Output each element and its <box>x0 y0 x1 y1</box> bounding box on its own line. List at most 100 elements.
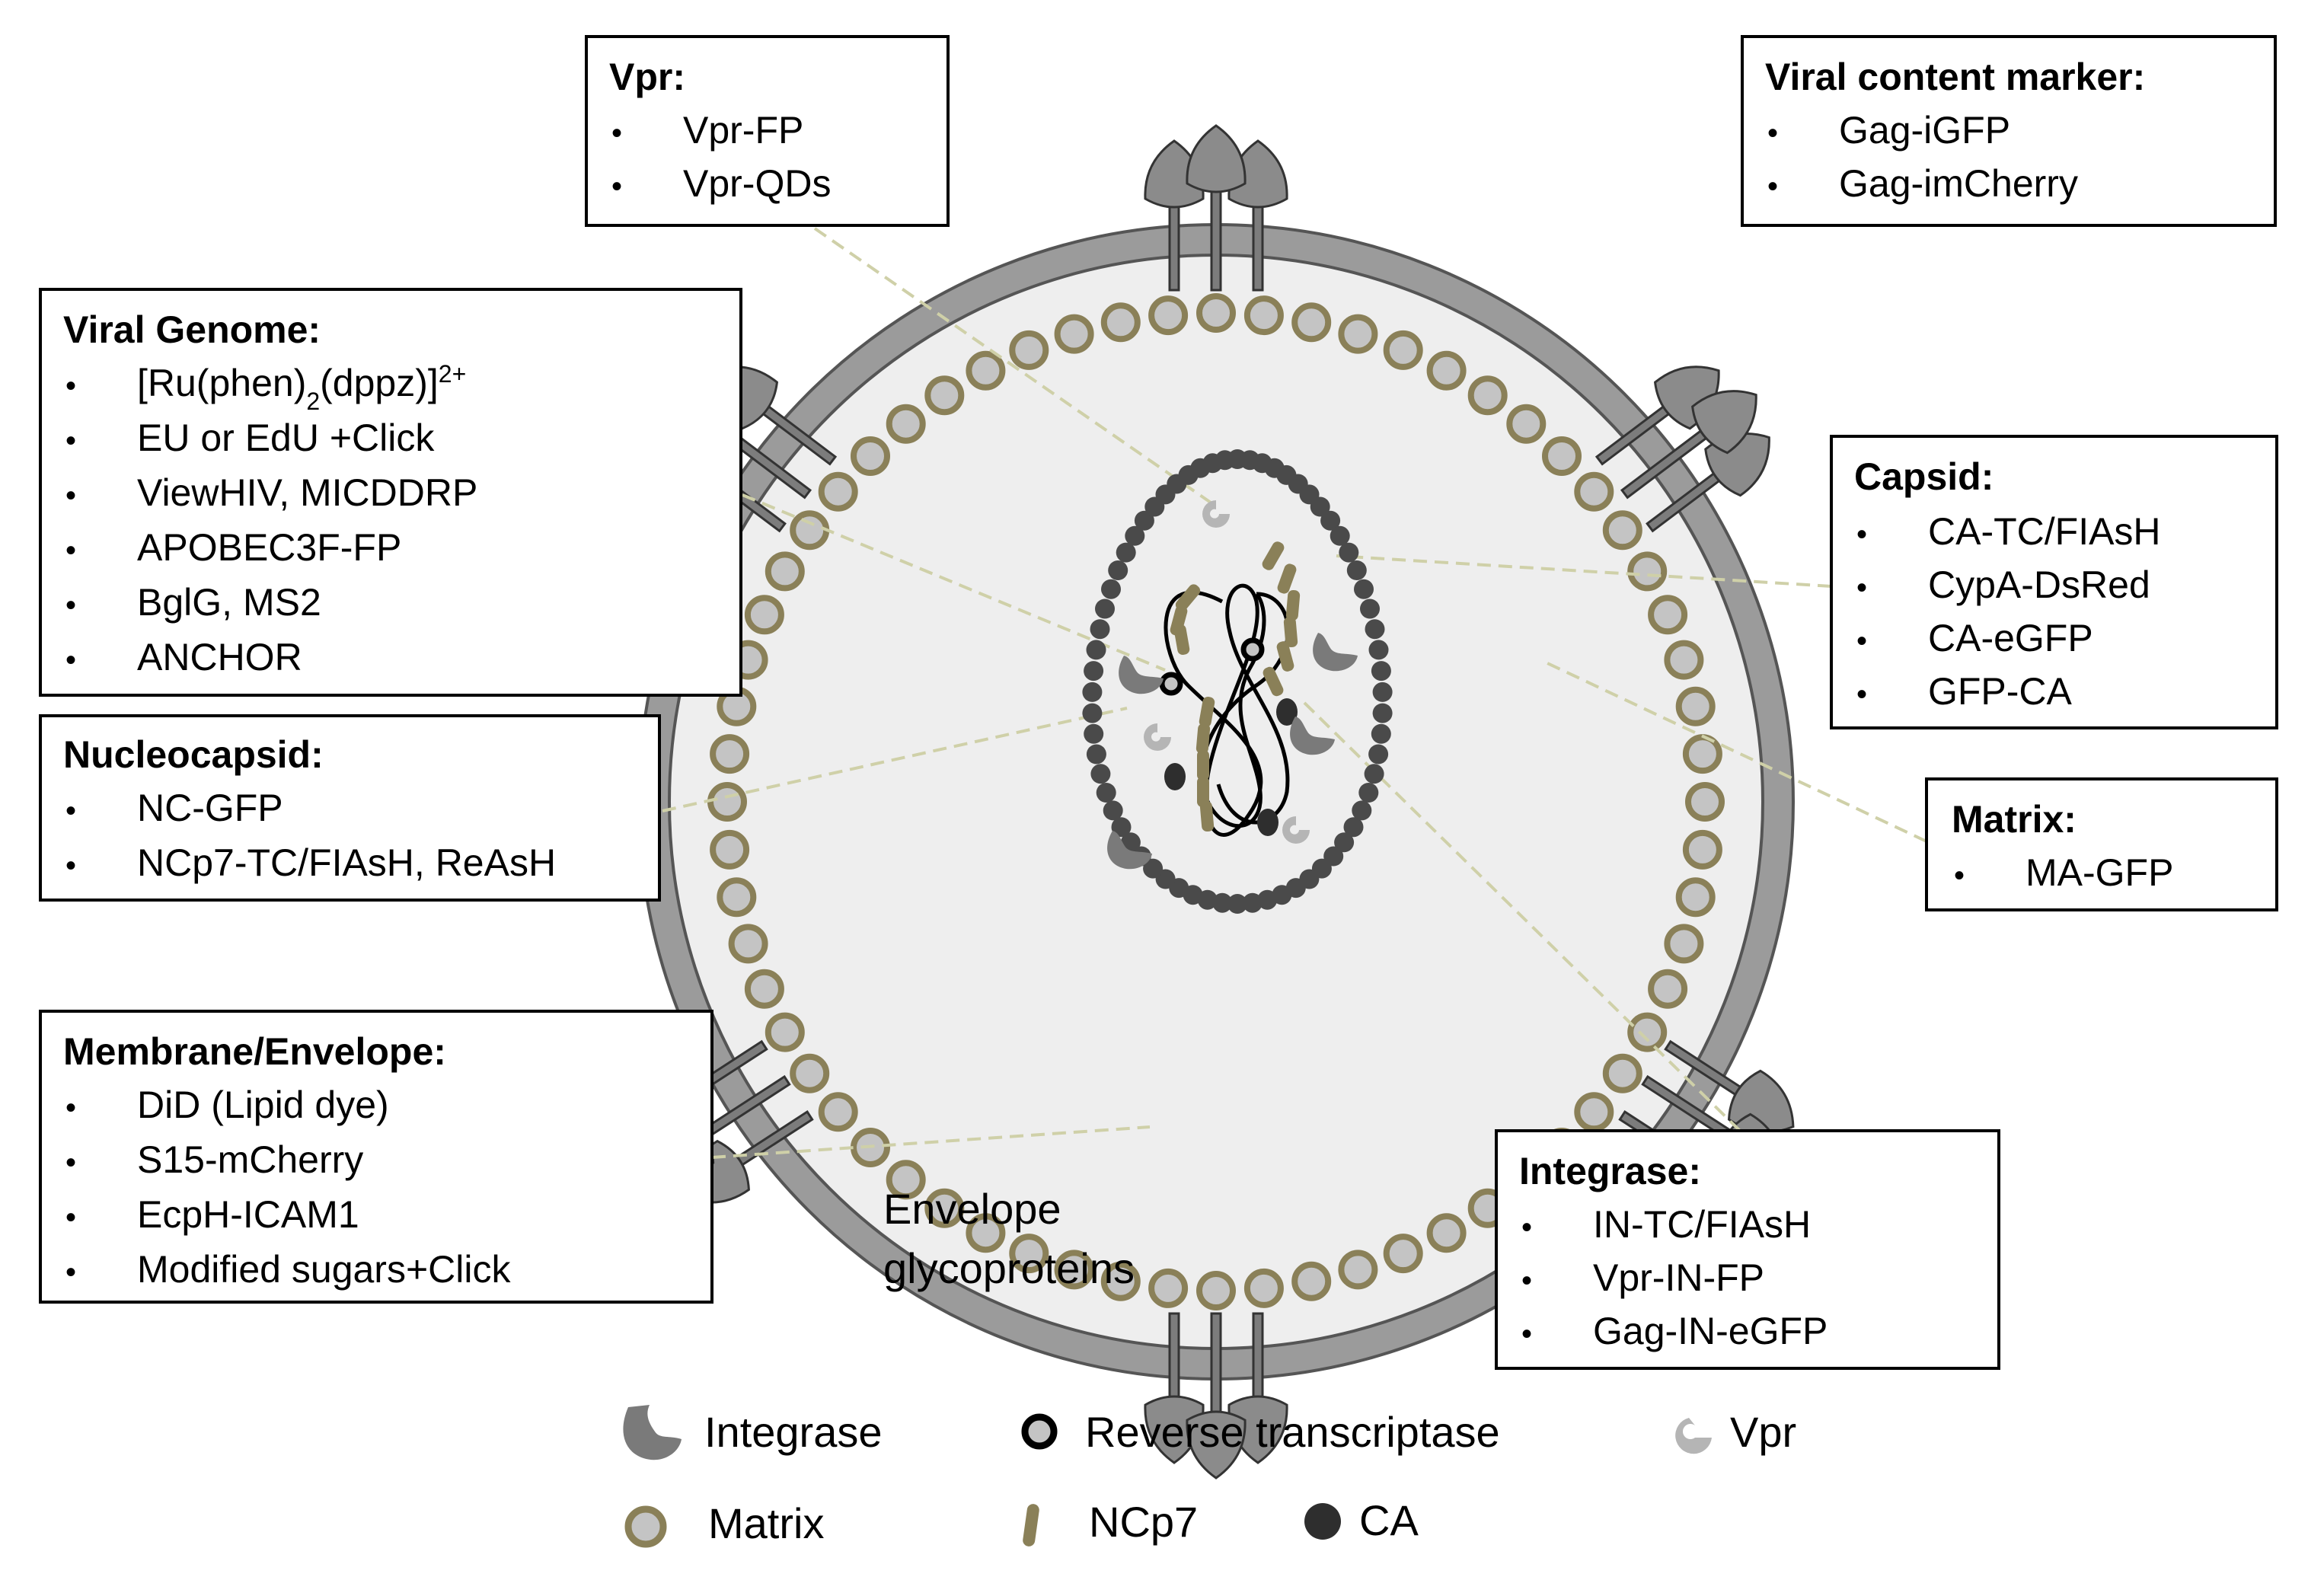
vpr-box-items: •Vpr-FP•Vpr-QDs <box>611 109 831 205</box>
legend-item-matrix: Matrix <box>624 1499 824 1548</box>
ca-protein <box>1086 744 1106 764</box>
glycoprotein <box>1186 1312 1247 1479</box>
bullet: • <box>65 369 76 403</box>
membrane-box-items: •DiD (Lipid dye)•S15-mCherry•EcpH-ICAM1•… <box>65 1084 511 1291</box>
matrix-protein <box>744 595 784 635</box>
ca-protein <box>1103 800 1123 821</box>
nucleocapsid-box-title: Nucleocapsid: <box>63 733 324 776</box>
integrase-molecule <box>1313 633 1358 672</box>
matrix-protein <box>1682 734 1722 774</box>
nucleocapsid-item: NCp7-TC/FIAsH, ReAsH <box>137 841 556 884</box>
integrase-molecule <box>1290 717 1335 755</box>
ncp7-molecule <box>1285 589 1301 621</box>
genome-leader-line <box>742 493 1166 672</box>
ncp7-molecule <box>1197 777 1209 807</box>
ca-protein <box>1084 723 1104 744</box>
matrix-protein <box>1627 551 1668 592</box>
matrix-protein <box>1148 1268 1189 1308</box>
capsid-box-items: •CA-TC/FIAsH•CypA-DsRed•CA-eGFP•GFP-CA <box>1856 510 2161 713</box>
ncp7-molecule <box>1175 584 1201 611</box>
matrix-protein <box>1426 1213 1467 1253</box>
ca-protein <box>1120 832 1141 853</box>
matrix-protein <box>1574 471 1614 512</box>
ca-protein <box>1339 542 1359 563</box>
ncp7-molecule <box>1173 624 1190 655</box>
ca-protein <box>1358 783 1379 803</box>
legend-item-reverse-transcriptase: Reverse transcriptase <box>1021 1408 1500 1456</box>
ncp7-molecule <box>1199 800 1215 832</box>
matrix-protein <box>924 375 965 416</box>
ca-protein <box>1364 764 1384 784</box>
matrix-protein <box>707 782 747 822</box>
integrase-item: Gag-IN-eGFP <box>1593 1310 1828 1352</box>
matrix-protein <box>1383 1234 1423 1274</box>
matrix-protein <box>790 510 830 551</box>
legend-label-ca: CA <box>1359 1496 1419 1544</box>
matrix-protein <box>1196 1271 1236 1310</box>
ca-protein <box>1346 560 1367 580</box>
viral-content-box-title: Viral content marker: <box>1765 56 2145 98</box>
integrase-molecules <box>1107 633 1358 870</box>
bullet: • <box>1767 170 1778 203</box>
ca-protein <box>1134 510 1154 531</box>
matrix-protein <box>1148 295 1189 336</box>
ca-protein <box>1323 846 1344 867</box>
capsid-box: Capsid: •CA-TC/FIAsH•CypA-DsRed•CA-eGFP•… <box>1830 435 2278 729</box>
vpr-item: Vpr-QDs <box>683 162 831 205</box>
viral-content-item: Gag-imCherry <box>1839 162 2078 205</box>
ca-protein <box>1320 510 1341 531</box>
bullet: • <box>1767 117 1778 150</box>
matrix-protein <box>1685 782 1725 822</box>
integrase-leader-line <box>1301 699 1741 1132</box>
vpr-leader-line <box>813 227 1212 504</box>
integrase-box-title: Integrase: <box>1519 1150 1701 1192</box>
matrix-protein <box>1054 1250 1094 1290</box>
ca-protein <box>1343 817 1364 838</box>
bullet: • <box>1856 571 1867 605</box>
ca-protein <box>1372 703 1393 723</box>
matrix-protein <box>1506 404 1547 444</box>
ca-protein <box>1354 579 1374 599</box>
bullet: • <box>1521 1317 1532 1351</box>
capsid-box-title: Capsid: <box>1854 455 1994 498</box>
ca-protein <box>1090 619 1110 640</box>
integrase-molecule <box>1119 656 1164 694</box>
bullet: • <box>65 794 76 828</box>
matrix-protein <box>1664 640 1704 680</box>
ca-molecule <box>1276 698 1298 726</box>
matrix-protein <box>1675 686 1716 726</box>
vpr-box-title: Vpr: <box>609 56 685 98</box>
viral-genome-box: Viral Genome: • [Ru(phen)2(dppz)]2+ •EU … <box>39 288 742 697</box>
ca-protein <box>1360 598 1380 619</box>
vpr-box: Vpr: •Vpr-FP•Vpr-QDs <box>585 35 950 227</box>
membrane-item: EcpH-ICAM1 <box>137 1193 359 1236</box>
viral-content-item: Gag-iGFP <box>1839 109 2010 152</box>
vpr-item: Vpr-FP <box>683 109 803 152</box>
matrix-protein <box>1627 1012 1668 1052</box>
matrix-box-title: Matrix: <box>1952 798 2077 841</box>
matrix-protein <box>1054 314 1094 354</box>
matrix-protein <box>1196 293 1236 333</box>
viral-rna <box>1164 583 1290 837</box>
matrix-protein <box>886 404 926 444</box>
ca-protein <box>1371 661 1391 681</box>
matrix-protein <box>966 1213 1006 1253</box>
ca-molecule <box>1164 763 1186 790</box>
glycoprotein <box>1186 124 1247 292</box>
bullet: • <box>65 1201 76 1234</box>
membrane-box-title: Membrane/Envelope: <box>63 1030 446 1073</box>
integrase-item: Vpr-IN-FP <box>1593 1256 1764 1299</box>
ca-protein <box>1086 640 1106 660</box>
integrase-item: IN-TC/FIAsH <box>1593 1203 1811 1246</box>
glycoprotein <box>1144 139 1205 292</box>
vpr-molecules <box>1144 500 1310 844</box>
matrix-protein <box>1426 350 1467 391</box>
ca-protein <box>1372 681 1393 702</box>
ca-protein <box>1111 817 1132 838</box>
viral-genome-item: EU or EdU +Click <box>137 417 435 459</box>
matrix-protein <box>1542 436 1582 476</box>
capsid-item: GFP-CA <box>1928 670 2073 713</box>
membrane-leader-line <box>711 1125 1151 1159</box>
legend-item-integrase: Integrase <box>623 1405 883 1460</box>
